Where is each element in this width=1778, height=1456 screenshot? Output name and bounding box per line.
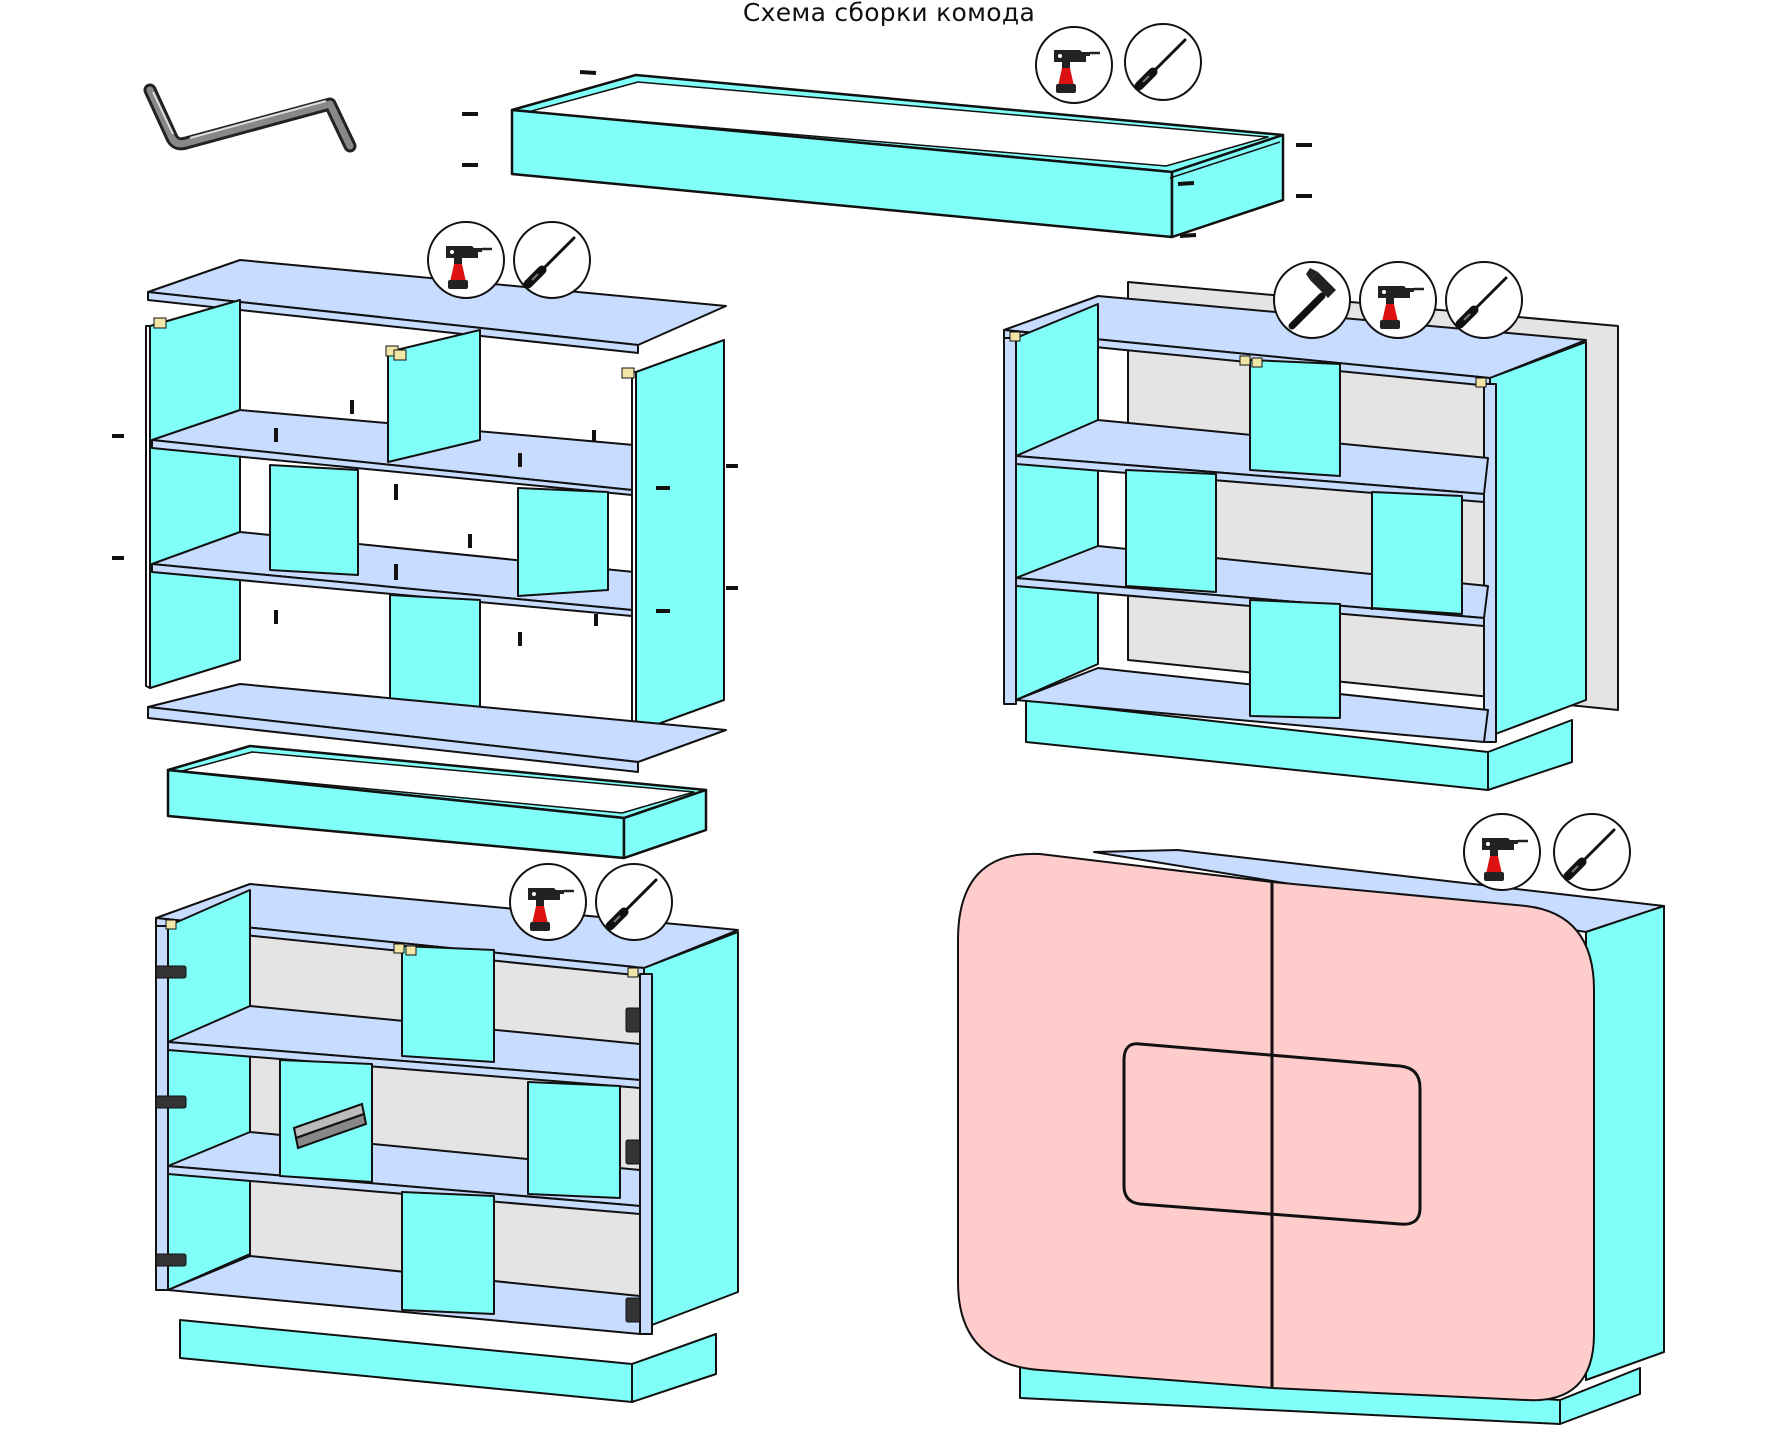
hammer-icon — [1273, 261, 1351, 339]
carcass-exploded — [145, 259, 727, 773]
hinge — [625, 1297, 641, 1323]
hinge-set — [155, 965, 641, 1323]
left-side-panel — [149, 299, 241, 689]
hinge — [625, 1007, 641, 1033]
step2-tools — [427, 221, 591, 299]
step3-cam-locks — [1009, 331, 1487, 388]
hinge — [155, 965, 187, 979]
step3-tools — [1273, 261, 1523, 339]
cam-locks — [153, 317, 635, 379]
right-side-panel — [635, 339, 725, 733]
screwdriver-icon — [1553, 813, 1631, 891]
step4-tools — [509, 863, 673, 941]
screwdriver-icon — [1124, 23, 1202, 101]
drill-icon — [427, 221, 505, 299]
drawer-rail — [292, 1102, 368, 1150]
hinge — [155, 1253, 187, 1267]
hinge — [155, 1095, 187, 1109]
step5-tools — [1463, 813, 1631, 891]
diagram-title: Схема сборки комода — [742, 0, 1036, 27]
plinth-frame-lower — [166, 744, 708, 860]
step4-cam-locks — [165, 919, 639, 978]
step1-tools — [1035, 23, 1202, 104]
hinges-assembly — [155, 883, 739, 1403]
drill-icon — [509, 863, 587, 941]
drill-icon — [1463, 813, 1541, 891]
drill-icon — [1359, 261, 1437, 339]
hex-key-icon — [143, 83, 357, 153]
doors-assembly — [957, 849, 1665, 1425]
back-panel-assembly — [1003, 281, 1619, 791]
door-right — [1271, 881, 1595, 1402]
screwdriver-icon — [513, 221, 591, 299]
drill-icon — [1035, 26, 1113, 104]
screwdriver-icon — [595, 863, 673, 941]
screwdriver-icon — [1445, 261, 1523, 339]
hinge — [625, 1139, 641, 1165]
dowels — [112, 400, 738, 646]
door-left — [957, 852, 1273, 1389]
plinth-screws — [462, 70, 1312, 238]
plinth-frame-top — [510, 73, 1285, 239]
